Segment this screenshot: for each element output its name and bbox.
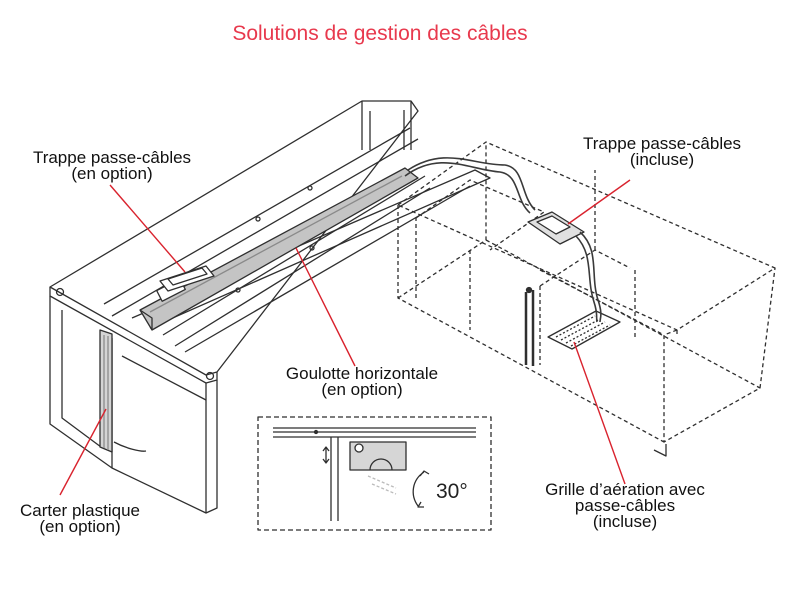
label-vent-grille-line2: passe-câbles [574, 496, 676, 515]
inset-detail [257, 416, 492, 531]
plastic-cover [99, 329, 147, 453]
side-cabinet [397, 141, 776, 443]
label-plastic-cover: Carter plastique (en option) [0, 501, 160, 536]
label-plastic-cover-line2: (en option) [39, 517, 121, 536]
label-vent-grille-line3: (incluse) [592, 512, 658, 531]
label-cabinet-cable-trap-line1: Trappe passe-câbles [582, 134, 742, 153]
cabinet-cable-trap [527, 211, 585, 245]
label-cabinet-cable-trap-line2: (incluse) [629, 150, 695, 169]
label-plastic-cover-line1: Carter plastique [19, 501, 140, 520]
label-desk-cable-trap: Trappe passe-câbles (en option) [12, 148, 212, 183]
label-desk-cable-trap-line1: Trappe passe-câbles [32, 148, 192, 167]
label-vent-grille: Grille d’aération avec passe-câbles (inc… [510, 480, 740, 531]
cabinet-details [524, 286, 667, 457]
label-horizontal-duct-line2: (en option) [321, 380, 403, 399]
desk-cable-trap [159, 265, 215, 292]
label-horizontal-duct: Goulotte horizontale (en option) [262, 364, 462, 399]
diagram-title: Solutions de gestion des câbles [232, 22, 528, 45]
inset-angle-label: 30° [436, 480, 468, 503]
cables [404, 157, 602, 323]
label-cabinet-cable-trap: Trappe passe-câbles (incluse) [562, 134, 762, 169]
label-vent-grille-line1: Grille d’aération avec [545, 480, 705, 499]
label-horizontal-duct-line1: Goulotte horizontale [285, 364, 439, 383]
vent-grille [547, 310, 621, 350]
callout-lines [59, 179, 631, 496]
label-desk-cable-trap-line2: (en option) [71, 164, 153, 183]
